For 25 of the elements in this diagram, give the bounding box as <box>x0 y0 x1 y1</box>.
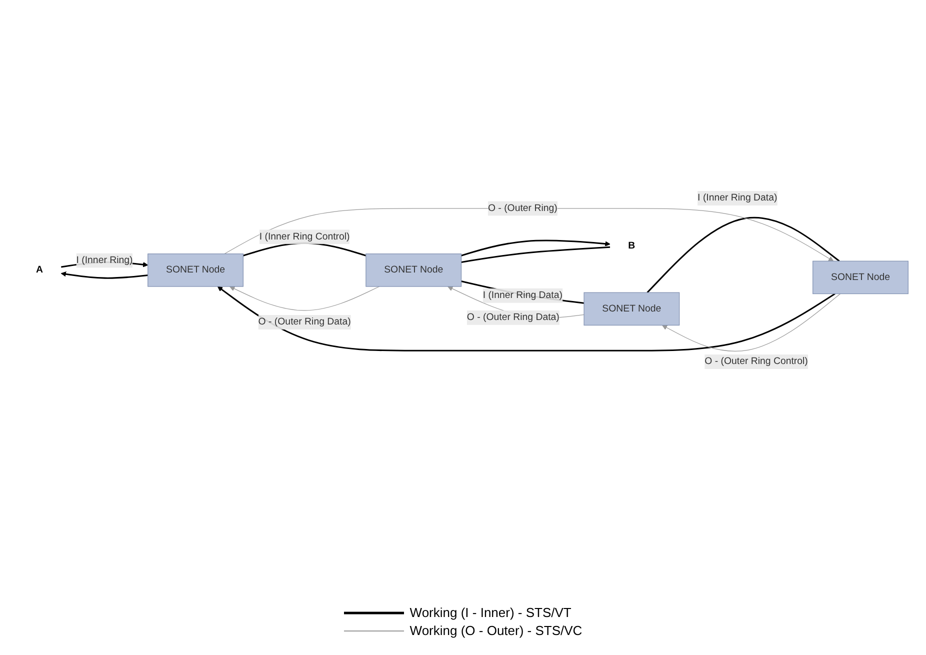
node-box: SONET Node <box>812 260 908 294</box>
node-box: SONET Node <box>366 254 462 287</box>
edge-label: O - (Outer Ring Data) <box>466 312 560 323</box>
arrow <box>60 271 148 279</box>
legend-text: Working (I - Inner) - STS/VT <box>410 605 572 620</box>
edge-label: I (Inner Ring Data) <box>698 192 778 204</box>
node-box: SONET Node <box>584 292 680 326</box>
arrow <box>461 240 610 256</box>
node-text: B <box>628 240 636 251</box>
edge-label: O - (Outer Ring Control) <box>704 356 808 367</box>
edge-label: I (Inner Ring Data) <box>482 290 562 300</box>
connector <box>461 246 610 263</box>
edge-label: O - (Outer Ring Data) <box>258 316 351 328</box>
edge-label: I (Inner Ring) <box>76 255 133 266</box>
legend-text: Working (O - Outer) - STS/VC <box>410 623 582 638</box>
node-box: SONET Node <box>148 254 244 287</box>
arrow <box>217 286 836 352</box>
connector <box>646 216 840 294</box>
arrow <box>224 208 834 262</box>
arrow <box>230 286 380 311</box>
edge-label: I (Inner Ring Control) <box>259 231 350 242</box>
node-text: A <box>36 264 43 276</box>
edge-label: O - (Outer Ring) <box>488 203 558 214</box>
arrow <box>448 286 584 318</box>
arrow <box>662 293 841 352</box>
